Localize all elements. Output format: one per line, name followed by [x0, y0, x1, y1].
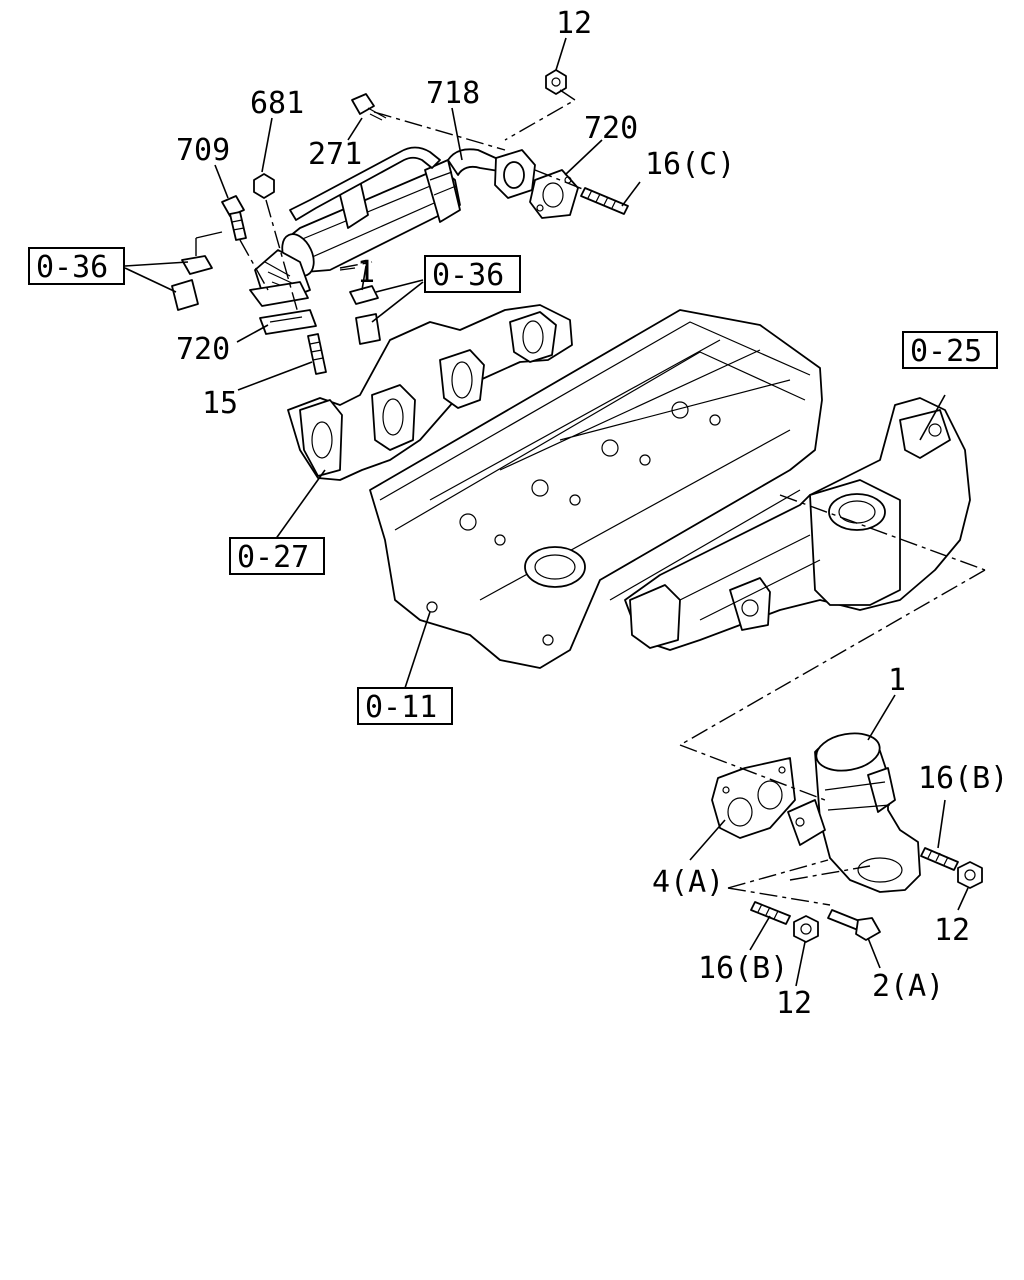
nut-681 [253, 173, 301, 321]
label-12-top: 12 [556, 6, 592, 41]
ref-box-0-36-left: 0-36 [28, 247, 125, 285]
ref-box-0-11: 0-11 [357, 687, 453, 725]
exhaust-manifold [287, 304, 573, 481]
svg-text:0-11: 0-11 [365, 690, 437, 725]
label-15: 15 [202, 386, 238, 421]
part-labels: 12 681 718 709 271 720 16(C) 1 720 15 1 … [176, 6, 1008, 1021]
label-709: 709 [176, 133, 230, 168]
clamp-0-36-mid [339, 267, 381, 345]
label-720-left: 720 [176, 332, 230, 367]
leader-lines [124, 37, 986, 987]
nut-12-right [957, 861, 983, 889]
gasket-720-left [259, 309, 317, 335]
label-16b-right: 16(B) [918, 761, 1008, 796]
reference-boxes: 0-36 0-36 0-25 0-27 0-11 [28, 247, 998, 725]
svg-text:0-36: 0-36 [432, 258, 504, 293]
label-681: 681 [250, 86, 304, 121]
svg-text:0-36: 0-36 [36, 250, 108, 285]
svg-text:0-25: 0-25 [910, 334, 982, 369]
stud-16c [534, 169, 629, 215]
stud-16b-right [920, 847, 959, 871]
label-16c: 16(C) [645, 147, 735, 182]
label-1-small: 1 [357, 255, 375, 290]
ref-box-0-36-mid: 0-36 [424, 255, 521, 293]
clamp-0-36-left [171, 231, 223, 311]
gasket-720-top [529, 169, 579, 219]
label-12-right: 12 [934, 913, 970, 948]
nut-12-top [504, 69, 577, 141]
intake-manifold [624, 397, 971, 651]
bolt-709 [221, 195, 269, 291]
nut-12-bottom [793, 915, 819, 943]
label-12-bottom: 12 [776, 986, 812, 1021]
label-718: 718 [426, 76, 480, 111]
label-4a: 4(A) [652, 865, 724, 900]
label-2a: 2(A) [872, 969, 944, 1004]
gasket-4a [711, 757, 796, 839]
svg-text:0-27: 0-27 [237, 540, 309, 575]
ref-box-0-27: 0-27 [229, 537, 325, 575]
label-720-top: 720 [584, 111, 638, 146]
label-271: 271 [308, 137, 362, 172]
egr-valve-assembly [787, 732, 921, 893]
label-16b-bottom: 16(B) [698, 951, 788, 986]
cylinder-head [369, 309, 823, 669]
stud-15 [307, 333, 327, 375]
ref-box-0-25: 0-25 [902, 331, 998, 369]
bolt-271 [351, 93, 506, 151]
stud-16b-bottom [750, 901, 791, 925]
egr-cooler-assembly [249, 146, 536, 307]
bolt-2a [827, 909, 881, 941]
label-1-valve: 1 [888, 663, 906, 698]
